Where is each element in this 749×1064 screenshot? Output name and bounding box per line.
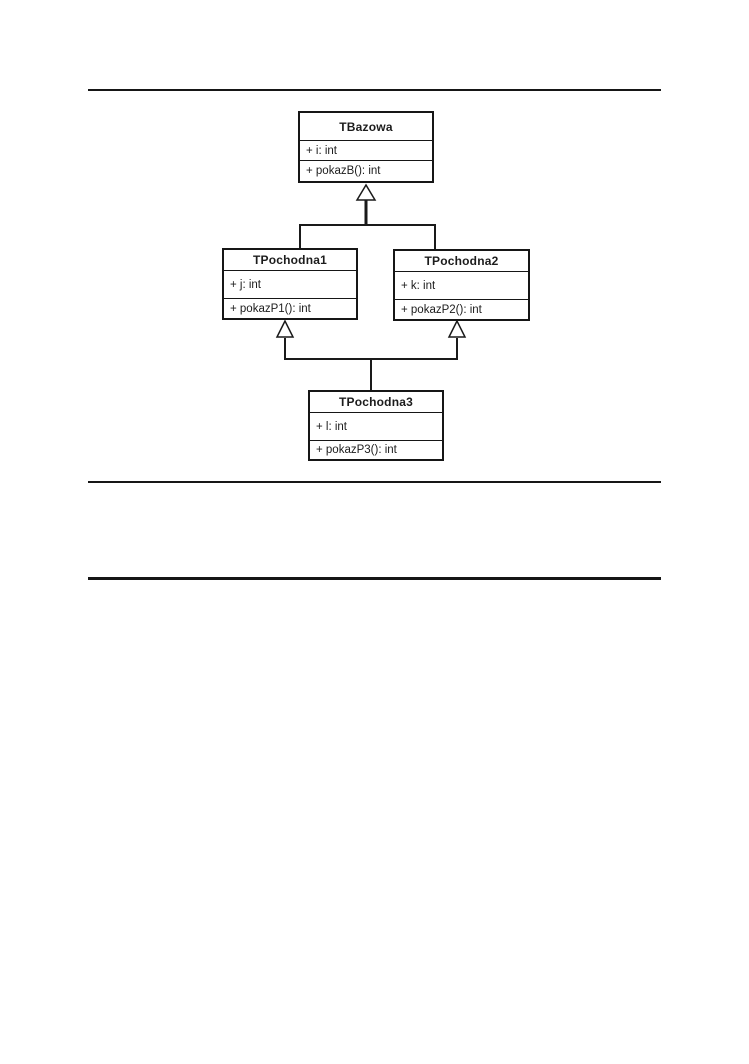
- class-title: TPochodna1: [224, 250, 356, 271]
- uml-class-tpochodna1: TPochodna1 + j: int + pokazP1(): int: [222, 248, 358, 320]
- uml-class-tbazowa: TBazowa + i: int + pokazB(): int: [298, 111, 434, 183]
- method-row: + pokazB(): int: [306, 165, 381, 177]
- attribute-row: + j: int: [224, 271, 356, 299]
- horizontal-rule-middle: [88, 481, 661, 483]
- class-title: TBazowa: [300, 113, 432, 141]
- uml-class-tpochodna2: TPochodna2 + k: int + pokazP2(): int: [393, 249, 530, 321]
- inheritance-arrowhead-icon: [355, 183, 377, 201]
- attribute-row: + k: int: [395, 272, 528, 300]
- attribute-row: + l: int: [310, 413, 442, 441]
- class-title: TPochodna3: [310, 392, 442, 413]
- method-row: + pokazP2(): int: [401, 303, 482, 316]
- inheritance-arrowhead-icon: [447, 319, 467, 338]
- class-title: TPochodna2: [395, 251, 528, 272]
- uml-class-tpochodna3: TPochodna3 + l: int + pokazP3(): int: [308, 390, 444, 461]
- method-row: + pokazP1(): int: [230, 302, 311, 315]
- horizontal-rule-bottom: [88, 577, 661, 580]
- method-row: + pokazP3(): int: [316, 444, 397, 456]
- attribute-row: + i: int: [300, 141, 432, 161]
- inheritance-arrowhead-icon: [275, 319, 295, 338]
- horizontal-rule-top: [88, 89, 661, 91]
